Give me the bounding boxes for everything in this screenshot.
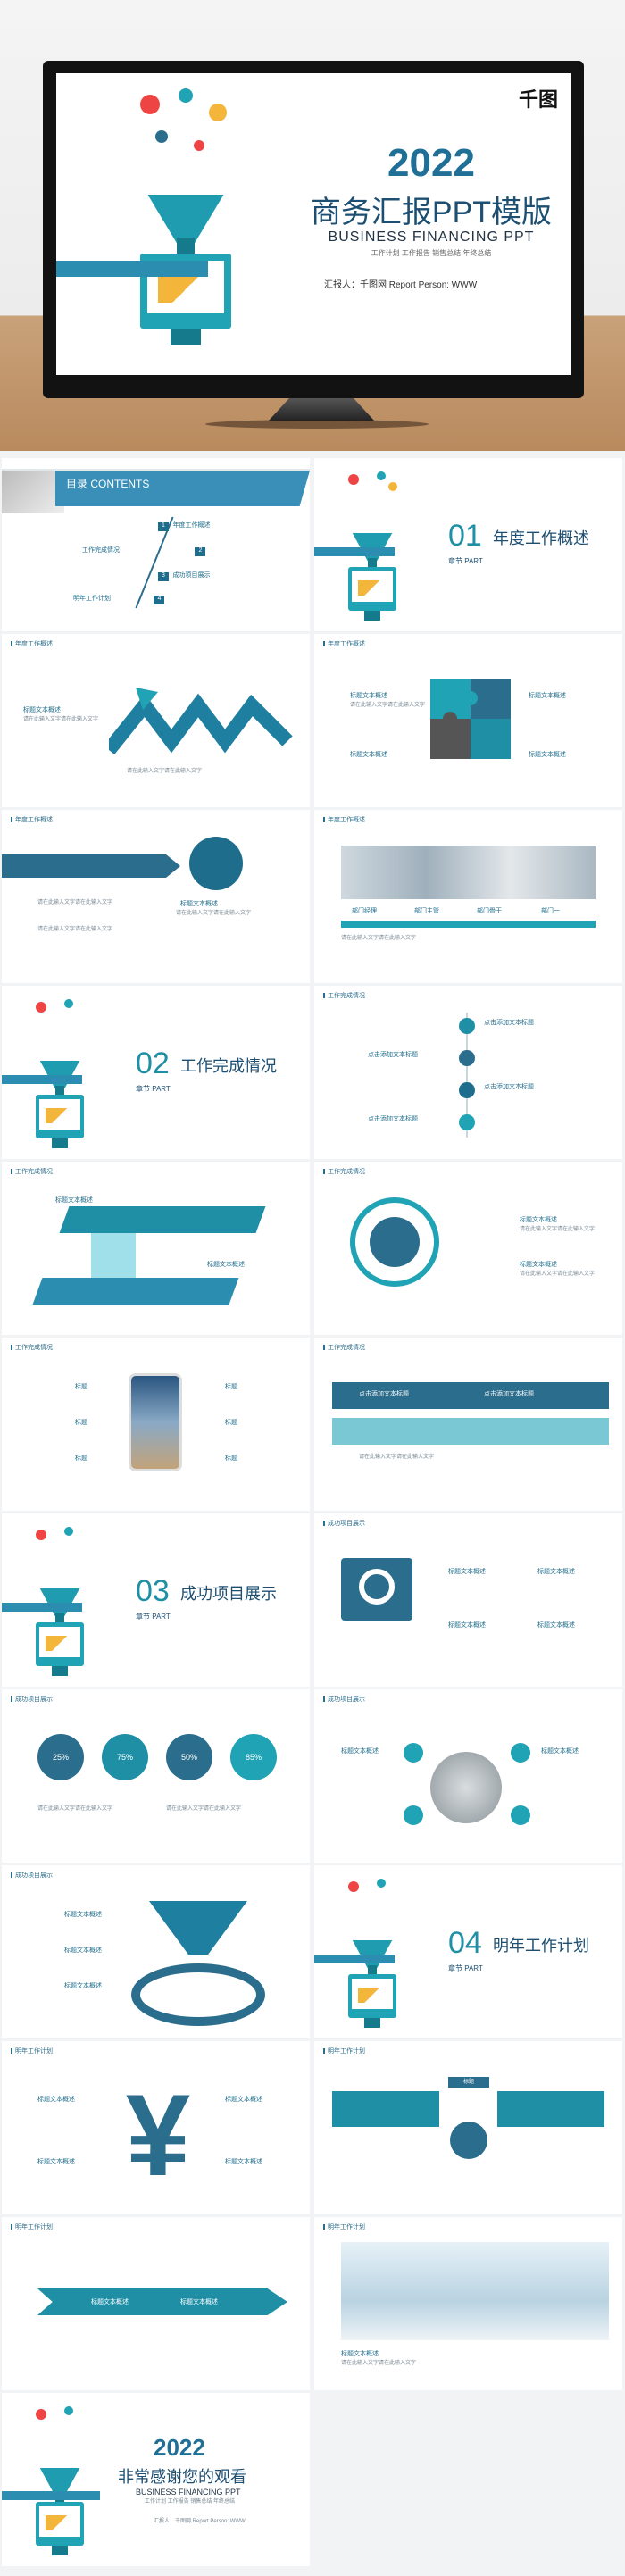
slide-steps[interactable]: 工作完成情况 点击添加文本标题 点击添加文本标题 请在此输入文字请在此输入文字 <box>314 1338 622 1511</box>
progress-4: 85% <box>230 1734 277 1780</box>
slide-section-04[interactable]: 04 明年工作计划 章节 PART <box>314 1865 622 2038</box>
slide-section-01[interactable]: 01 年度工作概述 章节 PART <box>314 458 622 631</box>
slide-toc[interactable]: 目录 CONTENTS 1 年度工作概述 工作完成情况 2 3 成功项目展示 明… <box>2 458 310 631</box>
globe-icon <box>430 1752 502 1823</box>
cover-tagline: 工作计划 工作报告 销售总结 年终总结 <box>371 249 492 257</box>
slide-timeline[interactable]: 工作完成情况 点击添加文本标题 点击添加文本标题 点击添加文本标题 点击添加文本… <box>314 986 622 1159</box>
toc-item-2[interactable]: 工作完成情况 2 <box>82 540 206 556</box>
slide-target[interactable]: 成功项目展示 标题文本概述 标题文本概述 标题文本概述 <box>2 1865 310 2038</box>
slide-section-03[interactable]: 03 成功项目展示 章节 PART <box>2 1513 310 1687</box>
cover-title: 商务汇报PPT模版 <box>310 196 553 229</box>
slide-yen[interactable]: 明年工作计划 ¥ 标题文本概述 标题文本概述 标题文本概述 标题文本概述 <box>2 2041 310 2214</box>
slide-phone[interactable]: 工作完成情况 标题 标题 标题 标题 标题 标题 <box>2 1338 310 1511</box>
slide-arrows[interactable]: 明年工作计划 标题文本概述 标题文本概述 <box>2 2217 310 2390</box>
toc-item-3[interactable]: 3 成功项目展示 <box>158 565 210 581</box>
slide-puzzle[interactable]: 年度工作概述 标题文本概述 请在此输入文字请在此输入文字 标题文本概述 标题文本… <box>314 634 622 807</box>
cover-slide: 千图 2022 商务汇报PPT模版 BUSINESS FINANCING PPT… <box>56 73 571 375</box>
arrow-band <box>2 854 180 878</box>
progress-2: 75% <box>102 1734 148 1780</box>
funnel-illustration <box>110 82 262 350</box>
thanks-year: 2022 <box>154 2434 205 2461</box>
progress-1: 25% <box>38 1734 84 1780</box>
yen-graphic: ¥ <box>125 2070 191 2200</box>
qiantu-logo: 千图 <box>518 88 558 111</box>
zigzag-arrow-graphic <box>109 688 293 754</box>
phone-mockup <box>129 1373 182 1471</box>
toc-header: 目录 CONTENTS <box>66 478 150 490</box>
cover-subtitle: BUSINESS FINANCING PPT <box>328 229 535 245</box>
slide-progress-circles[interactable]: 成功项目展示 25% 75% 50% 85% 请在此输入文字请在此输入文字 请在… <box>2 1689 310 1863</box>
thanks-subtitle: BUSINESS FINANCING PPT <box>136 2488 241 2497</box>
monitor-frame: 千图 2022 商务汇报PPT模版 BUSINESS FINANCING PPT… <box>43 61 584 398</box>
accent-band <box>56 261 208 277</box>
progress-3: 50% <box>166 1734 212 1780</box>
thanks-title: 非常感谢您的观看 <box>118 2468 246 2486</box>
section-title: 年度工作概述 <box>493 529 589 547</box>
slide-thanks[interactable]: 2022 非常感谢您的观看 BUSINESS FINANCING PPT 工作计… <box>2 2393 310 2566</box>
toc-item-4[interactable]: 明年工作计划 4 <box>73 588 165 604</box>
slide-arrow-zigzag[interactable]: 年度工作概述 标题文本概述 请在此输入文字请在此输入文字 请在此输入文字请在此输… <box>2 634 310 807</box>
cover-year: 2022 <box>388 141 475 185</box>
monitor-stand <box>268 398 375 421</box>
section-number: 01 <box>448 519 482 553</box>
husky-photo <box>341 2242 609 2340</box>
slide-folder-search[interactable]: 成功项目展示 标题文本概述 标题文本概述 标题文本概述 标题文本概述 <box>314 1513 622 1687</box>
slide-3d-blocks[interactable]: 工作完成情况 标题文本概述 标题文本概述 <box>2 1162 310 1335</box>
slide-husky-photo[interactable]: 明年工作计划 标题文本概述 请在此输入文字请在此输入文字 <box>314 2217 622 2390</box>
section-part: 章节 PART <box>448 557 483 565</box>
slide-team[interactable]: 年度工作概述 部门经理 部门主管 部门骨干 部门一 请在此输入文字请在此输入文字 <box>314 810 622 983</box>
slide-radial[interactable]: 工作完成情况 标题文本概述 请在此输入文字请在此输入文字 标题文本概述 请在此输… <box>314 1162 622 1335</box>
hero-banner: 千图 2022 商务汇报PPT模版 BUSINESS FINANCING PPT… <box>0 0 625 451</box>
toc-header-bar <box>55 471 310 506</box>
toc-item-1[interactable]: 1 年度工作概述 <box>158 515 210 531</box>
slide-two-panels[interactable]: 明年工作计划 标题 <box>314 2041 622 2214</box>
slide-icon-arrow[interactable]: 年度工作概述 标题文本概述 请在此输入文字请在此输入文字 请在此输入文字请在此输… <box>2 810 310 983</box>
cover-reporter: 汇报人：千图网 Report Person: WWW <box>324 280 478 290</box>
search-icon <box>189 837 243 890</box>
slide-section-02[interactable]: 02 工作完成情况 章节 PART <box>2 986 310 1159</box>
puzzle-graphic <box>430 679 511 759</box>
team-photo <box>341 846 596 899</box>
slide-globe[interactable]: 成功项目展示 标题文本概述 标题文本概述 <box>314 1689 622 1863</box>
